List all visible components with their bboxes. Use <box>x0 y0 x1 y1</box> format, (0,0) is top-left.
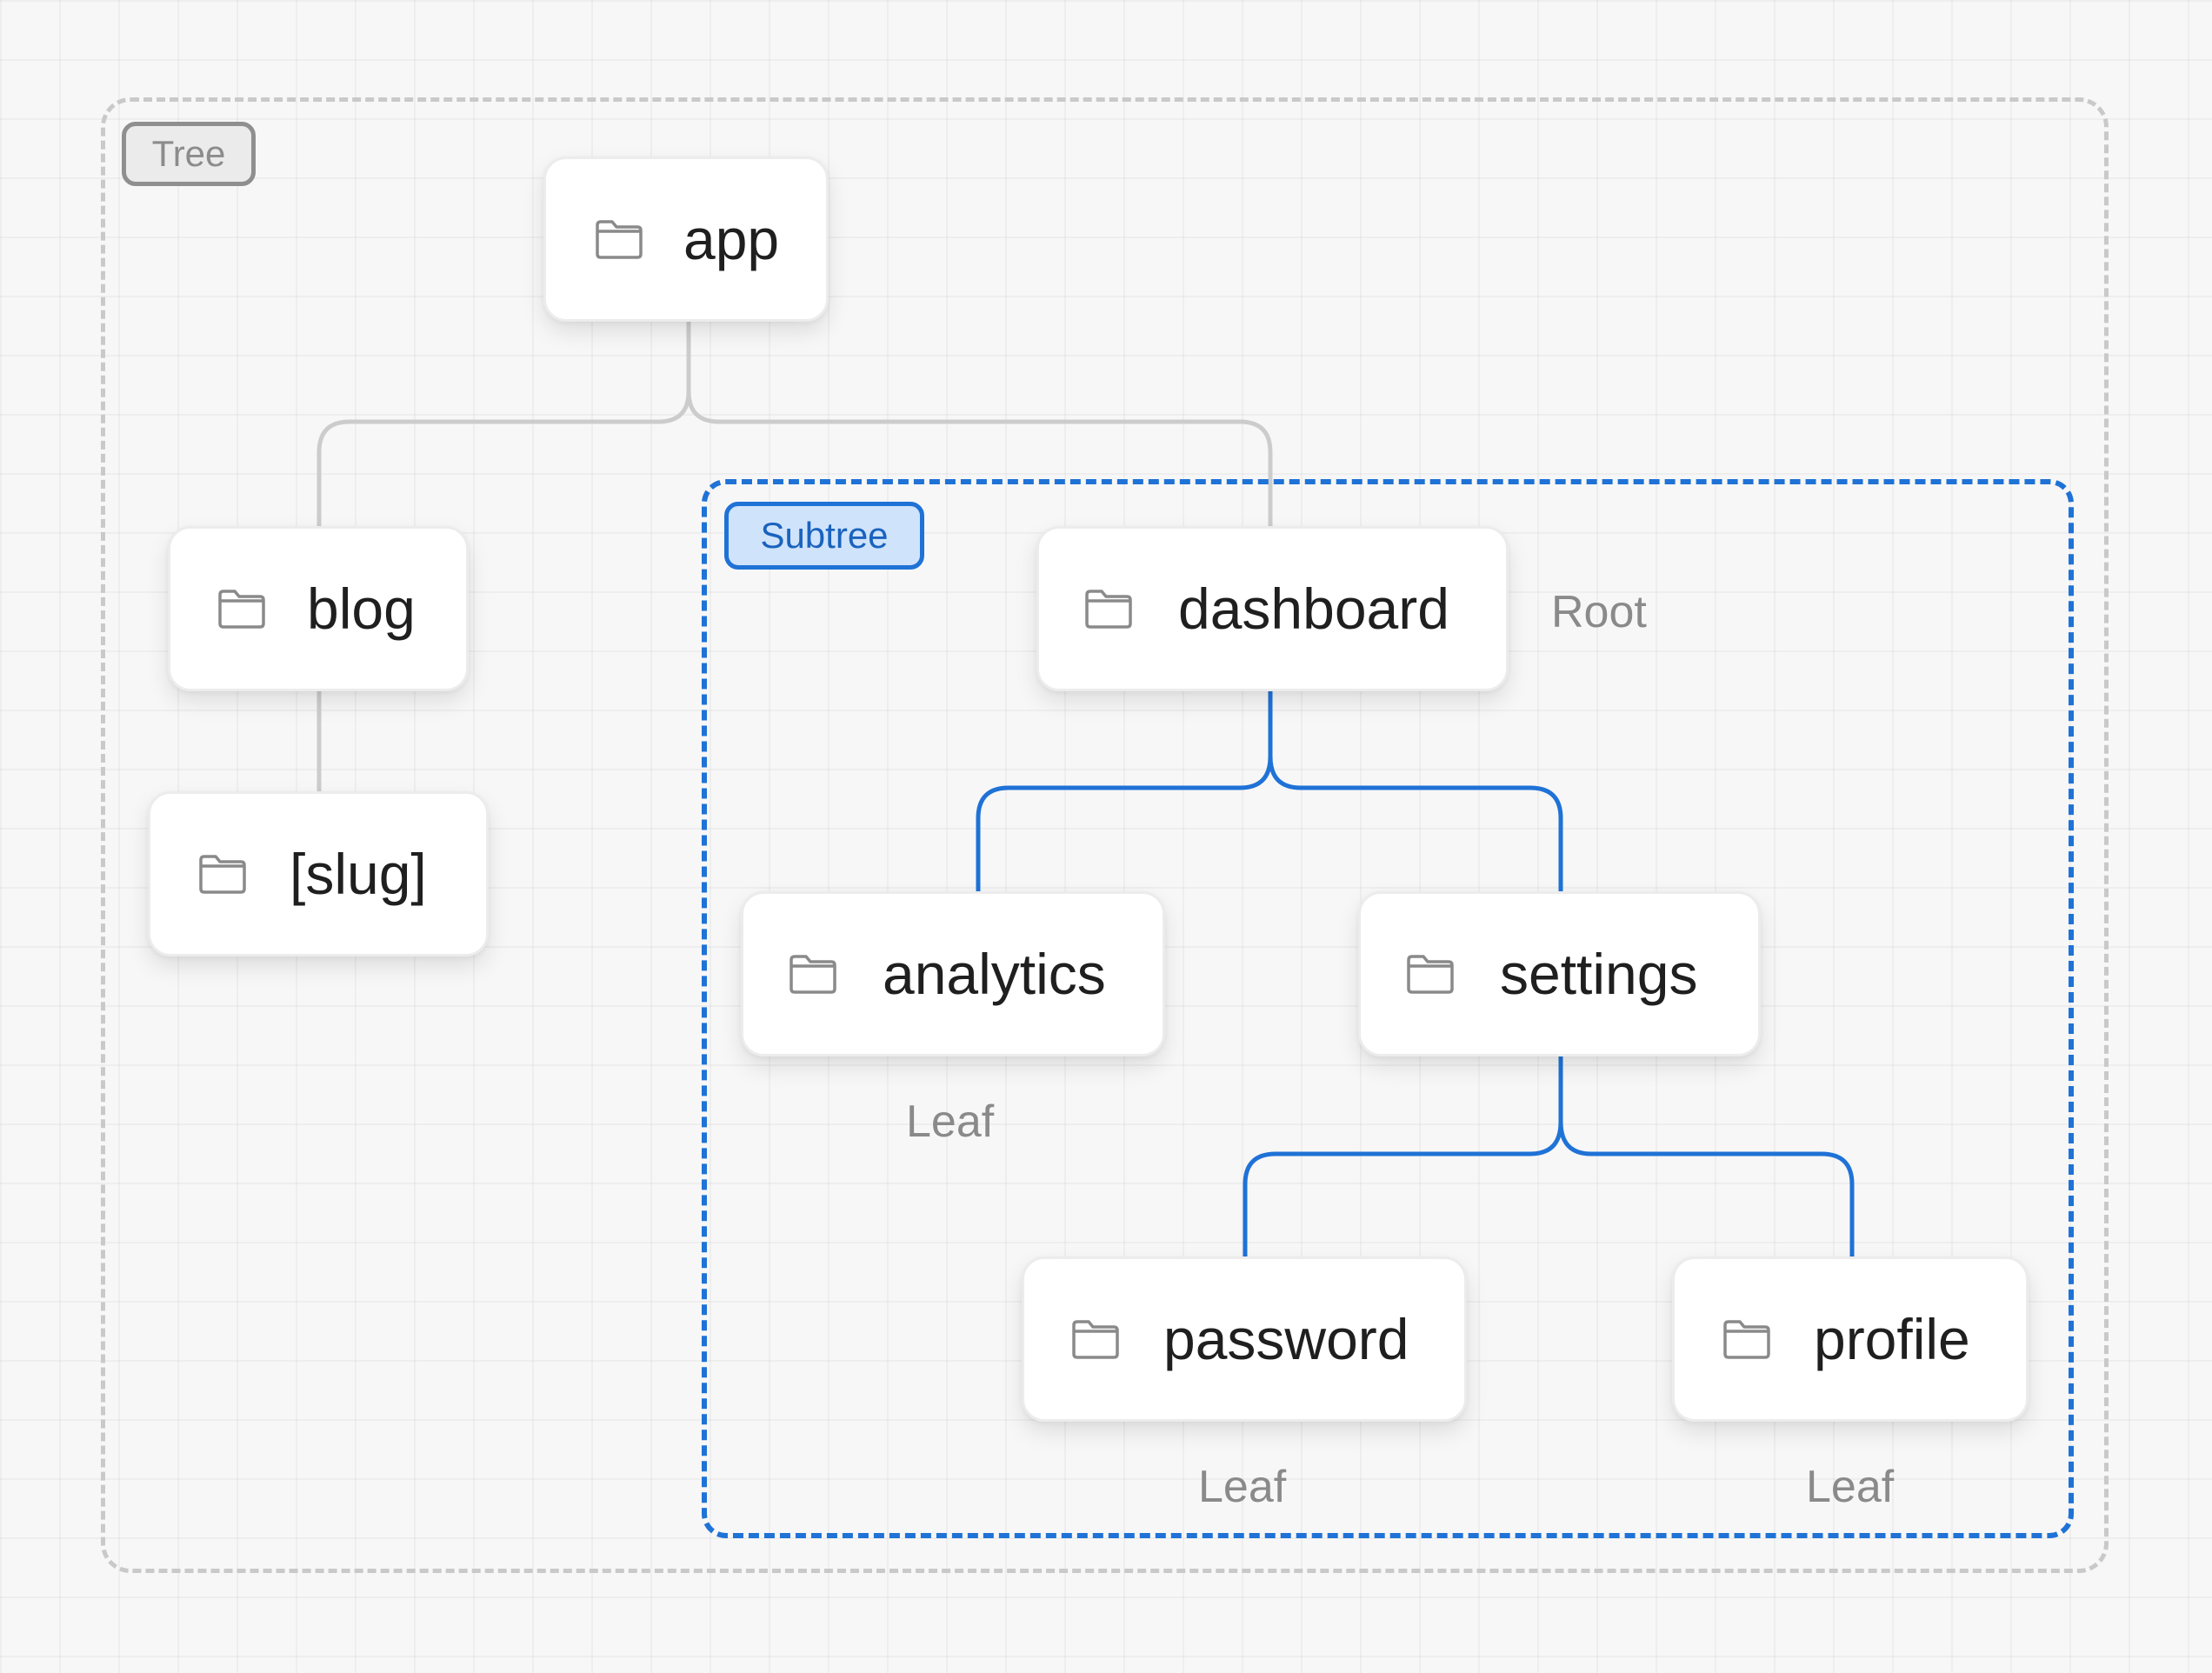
folder-icon <box>790 955 836 994</box>
leaf-label-profile: Leaf <box>1806 1462 1895 1512</box>
leaf-label-analytics: Leaf <box>906 1096 995 1147</box>
node-label: password <box>1163 1307 1409 1371</box>
folder-icon <box>199 855 246 894</box>
node-label: analytics <box>883 942 1106 1006</box>
node-label: app <box>683 207 780 271</box>
subtree-frame <box>702 479 2074 1538</box>
node-settings[interactable]: settings <box>1358 891 1761 1056</box>
folder-icon <box>1085 590 1132 629</box>
edge-app-dashboard <box>686 319 1273 529</box>
folder-icon <box>596 220 643 259</box>
tree-frame <box>101 97 2109 1573</box>
node-label: profile <box>1814 1307 1970 1371</box>
folder-icon <box>1723 1320 1770 1359</box>
edge-dashboard-settings <box>1268 689 1563 894</box>
node-profile[interactable]: profile <box>1672 1256 2029 1422</box>
folder-icon <box>1407 955 1454 994</box>
subtree-badge: Subtree <box>724 502 924 570</box>
edge-settings-password <box>1243 1054 1563 1259</box>
node-analytics[interactable]: analytics <box>741 891 1165 1056</box>
node-blog[interactable]: blog <box>168 526 469 691</box>
node-label: settings <box>1500 942 1698 1006</box>
edge-dashboard-analytics <box>976 689 1273 894</box>
node-label: dashboard <box>1178 577 1449 641</box>
folder-icon <box>1072 1320 1119 1359</box>
node-dashboard[interactable]: dashboard <box>1036 526 1509 691</box>
node-password[interactable]: password <box>1022 1256 1467 1422</box>
leaf-label-password: Leaf <box>1198 1462 1287 1512</box>
edge-app-blog <box>316 319 691 529</box>
tree-badge: Tree <box>122 122 256 186</box>
node-app[interactable]: app <box>543 157 829 322</box>
node-label: blog <box>307 577 416 641</box>
node-label: [slug] <box>290 842 427 906</box>
root-label: Root <box>1551 587 1647 637</box>
edge-settings-profile <box>1558 1054 1855 1259</box>
node-slug[interactable]: [slug] <box>148 791 489 956</box>
folder-icon <box>218 590 265 629</box>
